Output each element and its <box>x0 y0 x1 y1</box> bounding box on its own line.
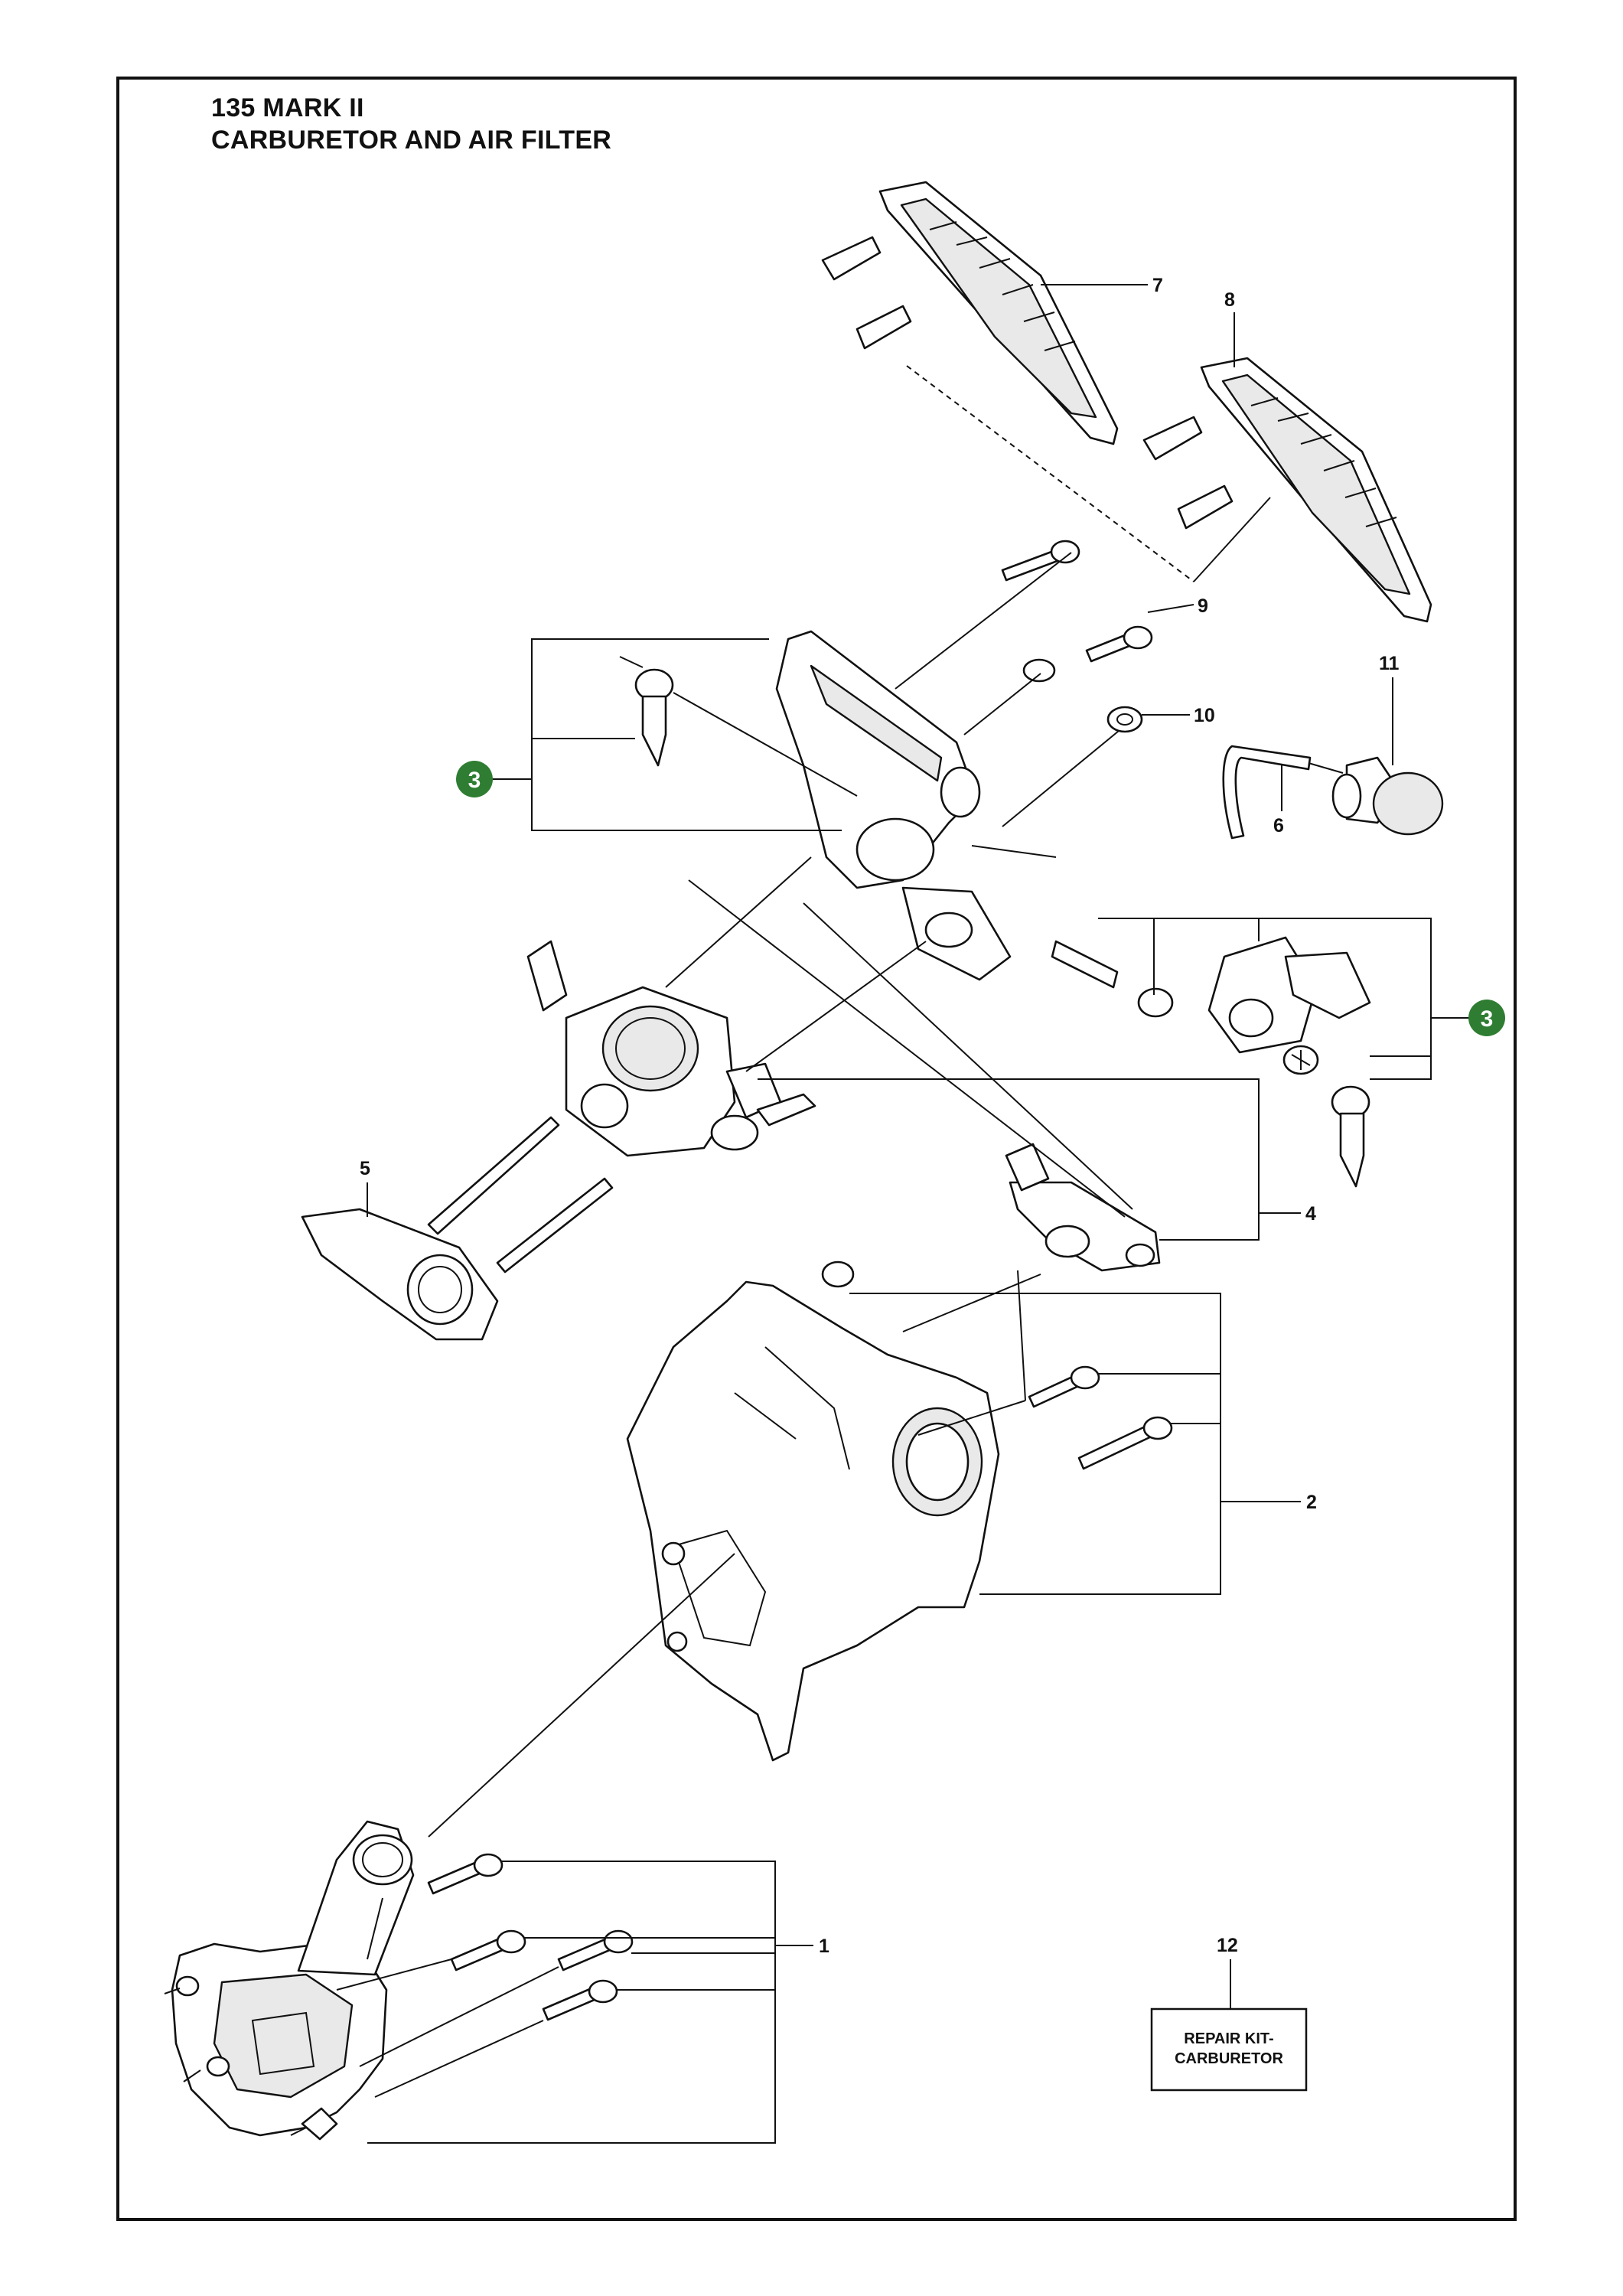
drawing-frame <box>116 77 1517 2221</box>
intake-adapter-5[interactable] <box>301 1116 614 1341</box>
callout-4: 4 <box>1305 1203 1316 1225</box>
section-title: CARBURETOR AND AIR FILTER <box>211 126 612 155</box>
callout-6: 6 <box>1273 815 1284 837</box>
callout-12: 12 <box>1217 1935 1238 1956</box>
primer-bulb-11[interactable] <box>1331 756 1444 836</box>
plug-2[interactable] <box>821 1261 855 1288</box>
choke-lever-lower[interactable] <box>1331 1085 1370 1188</box>
callout-5: 5 <box>360 1158 370 1179</box>
callout-9: 9 <box>1198 595 1208 617</box>
callout-3-left: 3 <box>468 768 481 793</box>
callout-11: 11 <box>1379 653 1400 674</box>
air-filter-housing-2[interactable] <box>626 1280 1000 1762</box>
kit-badge-3-left <box>456 761 493 797</box>
carburetor[interactable] <box>526 940 816 1157</box>
carburetor-housing-upper[interactable] <box>775 630 1012 981</box>
fuel-hose-6[interactable] <box>1222 745 1312 840</box>
grommet-10[interactable] <box>1106 706 1143 733</box>
screw-9a[interactable] <box>1001 540 1080 582</box>
choke-valve-4[interactable] <box>1005 1143 1161 1272</box>
callout-2: 2 <box>1306 1492 1317 1513</box>
intake-manifold-1[interactable] <box>171 1820 415 2141</box>
washer-9[interactable] <box>1022 658 1056 683</box>
kit-badge-3-right <box>1468 1000 1505 1036</box>
screw-9b[interactable] <box>1085 625 1153 663</box>
throttle-lever-assembly[interactable] <box>1051 936 1371 1075</box>
callout-7: 7 <box>1152 275 1163 296</box>
choke-lever-upper[interactable] <box>619 656 674 767</box>
repair-kit-label-line2: CARBURETOR <box>1175 2050 1283 2067</box>
repair-kit-label-line1: REPAIR KIT- <box>1184 2030 1273 2047</box>
callout-1: 1 <box>819 1936 829 1957</box>
callout-10: 10 <box>1194 705 1215 726</box>
model-title: 135 MARK II <box>211 93 364 122</box>
air-filter-top[interactable] <box>821 181 1119 445</box>
screw-1d[interactable] <box>542 1979 618 2021</box>
callout-3-right: 3 <box>1481 1006 1494 1032</box>
screw-1a[interactable] <box>427 1853 504 1895</box>
screw-1b[interactable] <box>450 1929 526 1971</box>
screw-2b[interactable] <box>1077 1416 1173 1470</box>
callout-8: 8 <box>1224 289 1235 311</box>
screw-2a[interactable] <box>1028 1365 1100 1408</box>
screw-1c[interactable] <box>557 1929 634 1971</box>
repair-kit-box[interactable] <box>1150 2007 1308 2092</box>
air-filter-second[interactable] <box>1142 357 1432 623</box>
